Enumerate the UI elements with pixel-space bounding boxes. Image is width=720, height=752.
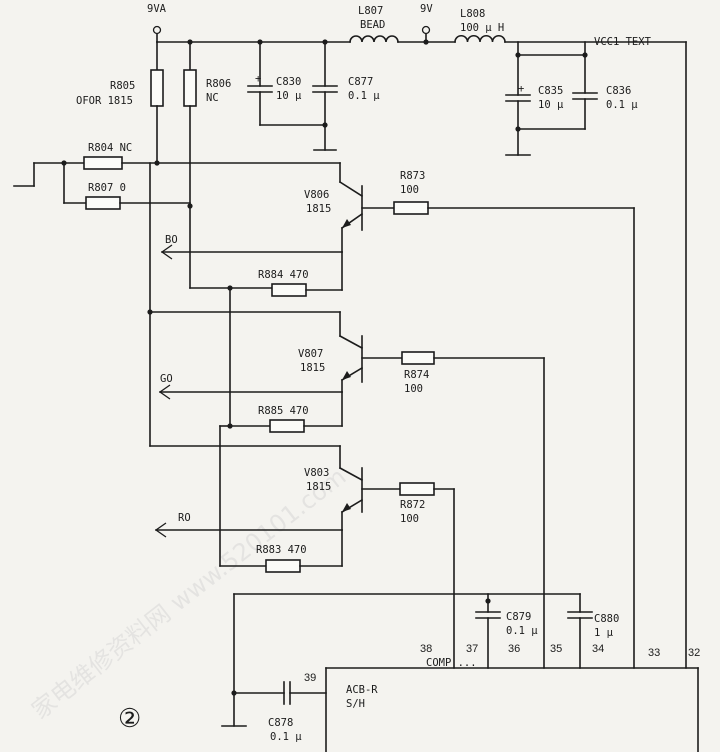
c830-polarity: + — [255, 73, 261, 85]
c880-name: C880 — [594, 613, 619, 625]
r883-label: R883 470 — [256, 544, 307, 556]
r872-name: R872 — [400, 499, 425, 511]
v806-name: V806 — [304, 189, 329, 201]
r885-label: R885 470 — [258, 405, 309, 417]
l808-name: L808 — [460, 8, 485, 20]
r806-value: NC — [206, 92, 219, 104]
terminal-9va — [152, 25, 162, 35]
r804-label: R804 NC — [88, 142, 132, 154]
r806-name: R806 — [206, 78, 231, 90]
r872-value: 100 — [400, 513, 419, 525]
capacitor-c877 — [259, 41, 338, 151]
c830-name: C830 — [276, 76, 301, 88]
c878-name: C878 — [268, 717, 293, 729]
signal-ro: RO — [178, 512, 191, 524]
output-go — [158, 287, 343, 433]
c879-value: 0.1 μ — [506, 625, 538, 637]
resistor-r807 — [85, 196, 121, 210]
r873-value: 100 — [400, 184, 419, 196]
signal-bo: BO — [165, 234, 178, 246]
r805-name: R805 — [110, 80, 135, 92]
label-vcc1: VCC1 TEXT — [594, 36, 652, 48]
signal-go: GO — [160, 373, 173, 385]
r874-name: R874 — [404, 369, 429, 381]
inductor-l808 — [454, 34, 506, 43]
pin-35: 35 — [550, 643, 562, 655]
c879-name: C879 — [506, 611, 531, 623]
pin-33: 33 — [648, 647, 660, 659]
ic-partial-label: COMP ... — [426, 657, 477, 669]
r807-label: R807 0 — [88, 182, 126, 194]
output-bo — [160, 244, 343, 297]
c835-name: C835 — [538, 85, 563, 97]
label-9v: 9V — [420, 3, 433, 15]
c836-name: C836 — [606, 85, 631, 97]
resistor-r806 — [183, 69, 197, 107]
transistor-v806 — [338, 162, 395, 253]
pin-37: 37 — [466, 643, 478, 655]
c835-value: 10 μ — [538, 99, 564, 111]
c877-name: C877 — [348, 76, 373, 88]
input-network — [13, 156, 341, 210]
transistor-v807 — [149, 311, 403, 393]
v807-value: 1815 — [300, 362, 325, 374]
output-ro — [154, 425, 343, 573]
resistor-r883 — [265, 559, 301, 573]
c877-value: 0.1 μ — [348, 90, 380, 102]
resistor-r804 — [83, 156, 123, 170]
transistor-v803 — [149, 445, 401, 531]
v803-name: V803 — [304, 467, 329, 479]
capacitor-c880 — [567, 593, 593, 669]
pin-34: 34 — [592, 643, 604, 655]
resistor-r872 — [399, 482, 435, 496]
r805-value: OFOR 1815 — [76, 95, 133, 107]
capacitor-c878 — [233, 681, 327, 705]
label-9va: 9VA — [147, 3, 167, 15]
r873-name: R873 — [400, 170, 425, 182]
r874-value: 100 — [404, 383, 423, 395]
resistor-r885 — [269, 419, 305, 433]
r884-label: R884 470 — [258, 269, 309, 281]
capacitor-c830 — [247, 41, 273, 126]
inductor-l807 — [349, 35, 399, 43]
pin-38: 38 — [420, 643, 432, 655]
l807-name: L807 — [358, 5, 383, 17]
ic-body — [325, 667, 699, 752]
v803-value: 1815 — [306, 481, 331, 493]
resistor-r805 — [150, 69, 164, 107]
resistor-r884 — [271, 283, 307, 297]
terminal-9v — [421, 25, 431, 35]
pin-36: 36 — [508, 643, 520, 655]
ic-function-sh: S/H — [346, 698, 365, 710]
c836-value: 0.1 μ — [606, 99, 638, 111]
v806-value: 1815 — [306, 203, 331, 215]
figure-number: ② — [118, 704, 141, 734]
resistor-r873 — [393, 201, 429, 215]
capacitor-c836 — [517, 54, 598, 130]
c880-value: 1 μ — [594, 627, 614, 639]
l807-value: BEAD — [360, 19, 385, 31]
c830-value: 10 μ — [276, 90, 302, 102]
l808-value: 100 μ H — [460, 22, 504, 34]
c878-value: 0.1 μ — [270, 731, 302, 743]
c835-polarity: + — [518, 83, 524, 95]
capacitor-c835 — [505, 54, 531, 156]
pin-39: 39 — [304, 672, 316, 684]
v807-name: V807 — [298, 348, 323, 360]
lower-rail — [221, 593, 581, 727]
resistor-r874 — [401, 351, 435, 365]
ic-function-acb: ACB-R — [346, 684, 378, 696]
pin-32: 32 — [688, 647, 700, 659]
top-rail — [152, 25, 687, 669]
capacitor-c879 — [475, 611, 501, 669]
